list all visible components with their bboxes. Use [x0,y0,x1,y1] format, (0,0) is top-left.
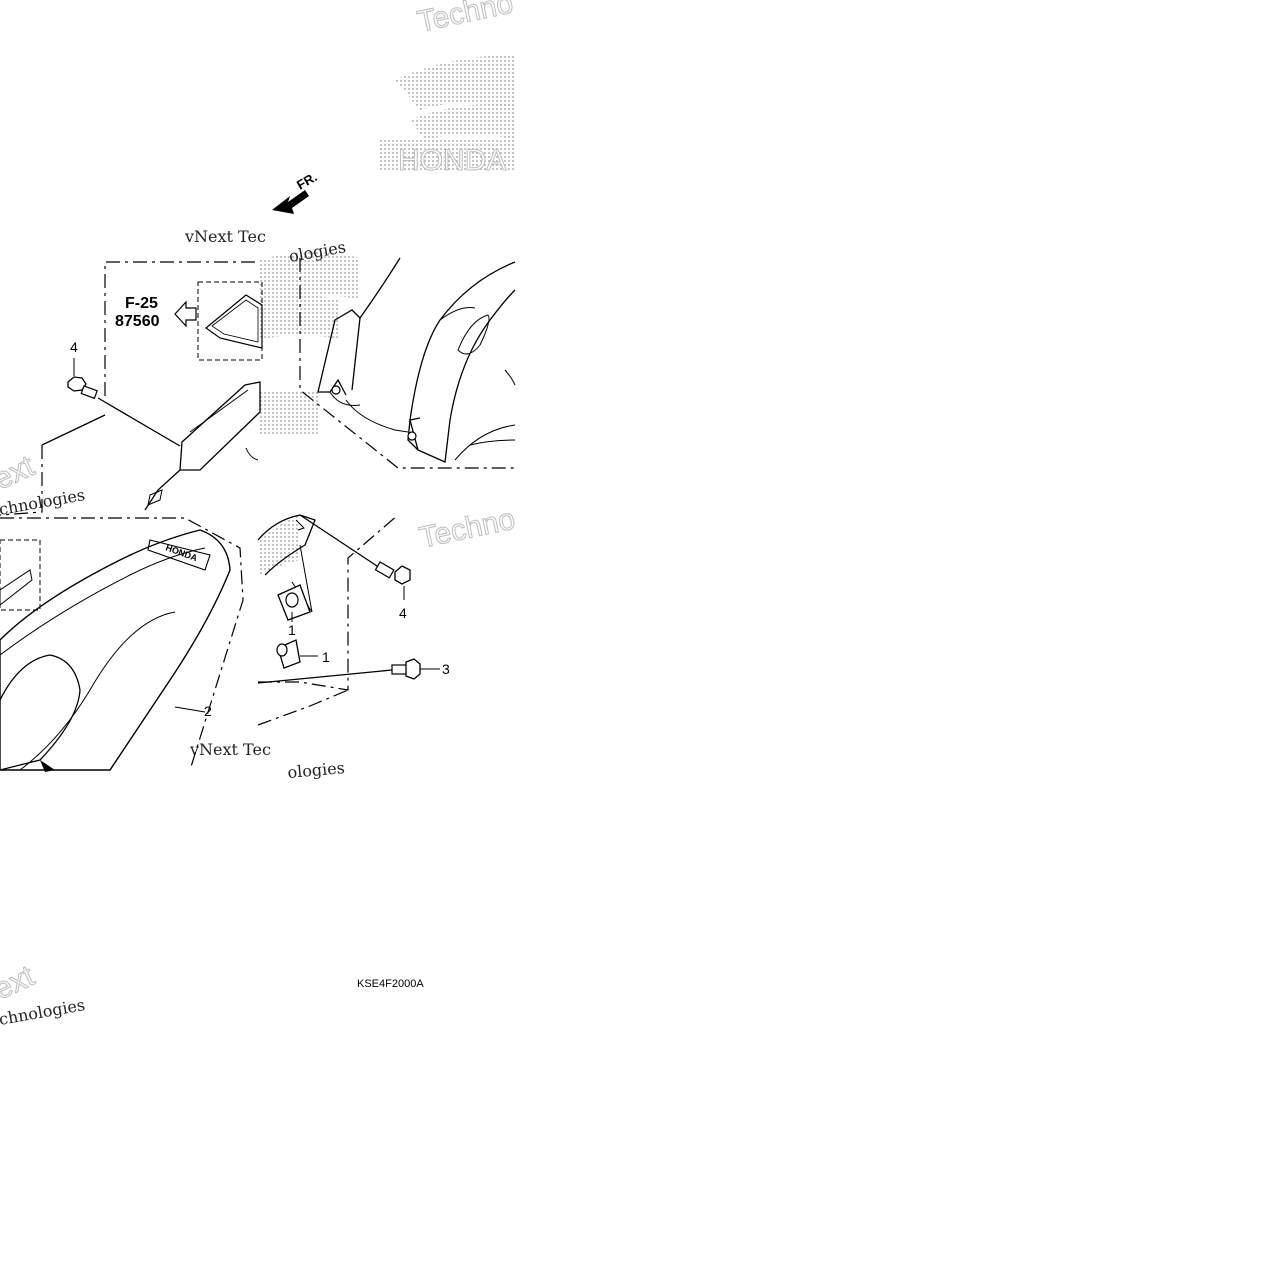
bolt-top-left: 4 [67,339,181,447]
watermark-left-2: ext [0,959,40,1006]
assembly-outline [0,258,515,771]
techno-watermark-mid: Techno [417,502,518,554]
fender-bracket-left [144,381,261,511]
drawing-code: KSE4F2000A [357,978,424,990]
watermark-vnext-1: vNext Tec [184,227,266,246]
front-direction-label: FR. [294,169,320,192]
callout-label-fender: 2 [204,703,212,719]
fender-side-view [317,257,516,463]
reference-arrow-icon [174,300,197,328]
techno-watermark-top: Techno [415,0,516,39]
callout-label-bolt-right: 4 [399,605,407,621]
clip-upper: 1 [277,584,311,638]
watermark-vnext-2: vNext Tec [189,740,271,759]
callout-label-bolt-top-left: 4 [70,339,78,355]
watermark-vnext-2b: ologies [287,758,346,782]
reference-dashed-box [197,281,263,361]
callout-label-clip-lower: 1 [322,649,330,665]
front-direction-arrow: FR. [272,169,320,214]
bolt-right: 4 [299,514,411,621]
callout-label-screw: 3 [442,661,450,677]
honda-wing-watermark: HONDA [258,55,515,575]
honda-wordmark-watermark: HONDA [398,144,506,177]
watermark-left-1: ext [0,449,40,496]
callout-label-clip-upper: 1 [288,622,296,638]
reference-page: F-25 [125,295,158,312]
reference-block: F-25 87560 [115,281,263,361]
clip-lower: 1 [276,639,330,669]
rear-fender: HONDA 2 [0,529,231,772]
screw: 3 [257,658,450,684]
reference-part-number: 87560 [115,313,160,330]
